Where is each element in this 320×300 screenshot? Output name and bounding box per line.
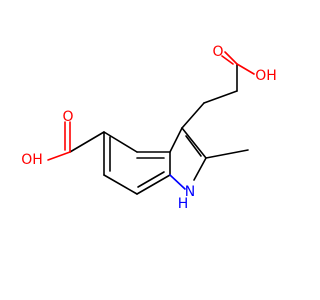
bond-c7-c7a: [136, 174, 171, 195]
bond-c7-c7a-inner: [137, 171, 165, 188]
bond-c5-cooh: [69, 131, 105, 153]
bond-cooh-o-double2: [224, 51, 238, 65]
atom-oh-2: OH: [255, 68, 277, 84]
molecule-structure: O OH O OH N H: [21, 44, 277, 212]
atom-oh-1: OH: [21, 152, 43, 168]
structure-canvas: O OH O OH N H: [21, 44, 277, 212]
atom-n-ring: N: [185, 184, 195, 200]
bond-c3-c2-inner: [185, 135, 202, 157]
bond-c-oh: [47, 151, 71, 161]
bond-c6-c7: [103, 174, 138, 195]
bond-c3-c2: [181, 127, 207, 159]
bond-c2-n1: [193, 157, 207, 181]
bond-cooh-o-double1: [221, 55, 234, 65]
atom-o-carbonyl-2: O: [212, 44, 223, 60]
bond-c4-c5: [103, 131, 138, 153]
bond-c3a-c3: [169, 127, 183, 153]
bond-c2-methyl: [205, 149, 249, 159]
atom-h-on-n: H: [178, 196, 189, 212]
bond-ch2a-ch2b: [203, 90, 238, 104]
atom-o-carbonyl-1: O: [62, 109, 73, 125]
bond-c3-ch2a: [181, 102, 205, 129]
bond-n1-c7a: [169, 174, 186, 190]
bond-cooh-oh: [236, 63, 255, 75]
